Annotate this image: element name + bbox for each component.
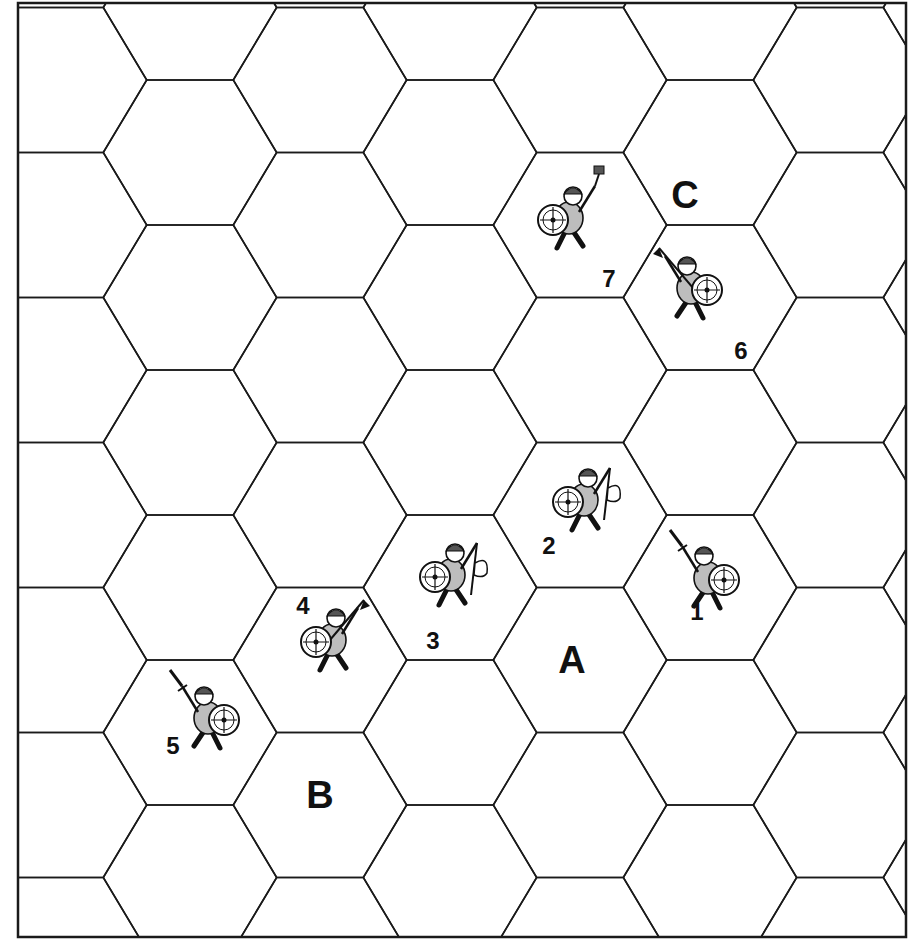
hex-cell xyxy=(753,588,906,733)
hex-cell xyxy=(18,878,147,938)
warrior-figure xyxy=(553,468,620,530)
hex-cell xyxy=(493,298,666,443)
hex-cell xyxy=(623,80,796,225)
hex-cell xyxy=(493,8,666,153)
callout-number: 3 xyxy=(426,629,439,653)
hex-cell xyxy=(233,298,406,443)
callout-number: 7 xyxy=(602,267,615,291)
hex-cell xyxy=(103,660,276,805)
hex-cell xyxy=(753,153,906,298)
hex-grid xyxy=(18,3,906,937)
hex-cell xyxy=(18,588,147,733)
hex-cell xyxy=(623,225,796,370)
hex-cell xyxy=(233,733,406,878)
hex-cell xyxy=(493,588,666,733)
hex-cell xyxy=(883,3,906,80)
callout-number: 5 xyxy=(166,734,179,758)
hex-cell xyxy=(883,80,906,225)
hex-cell xyxy=(103,370,276,515)
hex-cell xyxy=(363,660,536,805)
warrior-figure xyxy=(653,248,722,318)
hex-cell xyxy=(103,225,276,370)
warrior-figure xyxy=(170,670,239,748)
hex-cell xyxy=(493,153,666,298)
hex-cell xyxy=(753,443,906,588)
hex-cell xyxy=(883,805,906,937)
hex-cell xyxy=(753,733,906,878)
hex-cell xyxy=(233,588,406,733)
hex-cell xyxy=(103,3,276,80)
hex-letter: B xyxy=(306,776,333,814)
hex-cell xyxy=(363,370,536,515)
callout-number: 6 xyxy=(734,339,747,363)
hex-cell xyxy=(18,443,147,588)
hex-cell xyxy=(363,225,536,370)
hex-cell xyxy=(363,805,536,937)
hex-cell xyxy=(623,370,796,515)
board-border xyxy=(18,3,906,937)
hex-cell xyxy=(493,733,666,878)
hex-cell xyxy=(363,515,536,660)
hex-cell xyxy=(883,225,906,370)
warrior-figure xyxy=(670,530,739,608)
callout-number: 1 xyxy=(690,600,703,624)
hex-cell xyxy=(883,515,906,660)
warrior-figure xyxy=(301,600,370,670)
hex-cell xyxy=(233,443,406,588)
hex-cell xyxy=(753,298,906,443)
hex-cell xyxy=(233,153,406,298)
hex-cell xyxy=(233,8,406,153)
hex-letter: A xyxy=(558,641,585,679)
hex-cell xyxy=(753,878,906,938)
hex-cell xyxy=(753,8,906,153)
hex-cell xyxy=(18,733,147,878)
callout-number: 2 xyxy=(542,534,555,558)
hex-cell xyxy=(18,153,147,298)
warrior-figure xyxy=(538,166,604,248)
hex-cell xyxy=(623,3,796,80)
hex-cell xyxy=(623,660,796,805)
hex-cell xyxy=(623,805,796,937)
hex-cell xyxy=(883,660,906,805)
hex-cell xyxy=(883,370,906,515)
hex-cell xyxy=(493,443,666,588)
hex-cell xyxy=(363,80,536,225)
hex-cell xyxy=(103,515,276,660)
hex-cell xyxy=(363,3,536,80)
hex-cell xyxy=(103,805,276,937)
hex-cell xyxy=(18,298,147,443)
hex-cell xyxy=(18,8,147,153)
callout-number: 4 xyxy=(296,594,309,618)
hex-letter: C xyxy=(671,176,698,214)
warrior-figure xyxy=(420,543,487,605)
hex-cell xyxy=(103,80,276,225)
hex-cell xyxy=(623,515,796,660)
